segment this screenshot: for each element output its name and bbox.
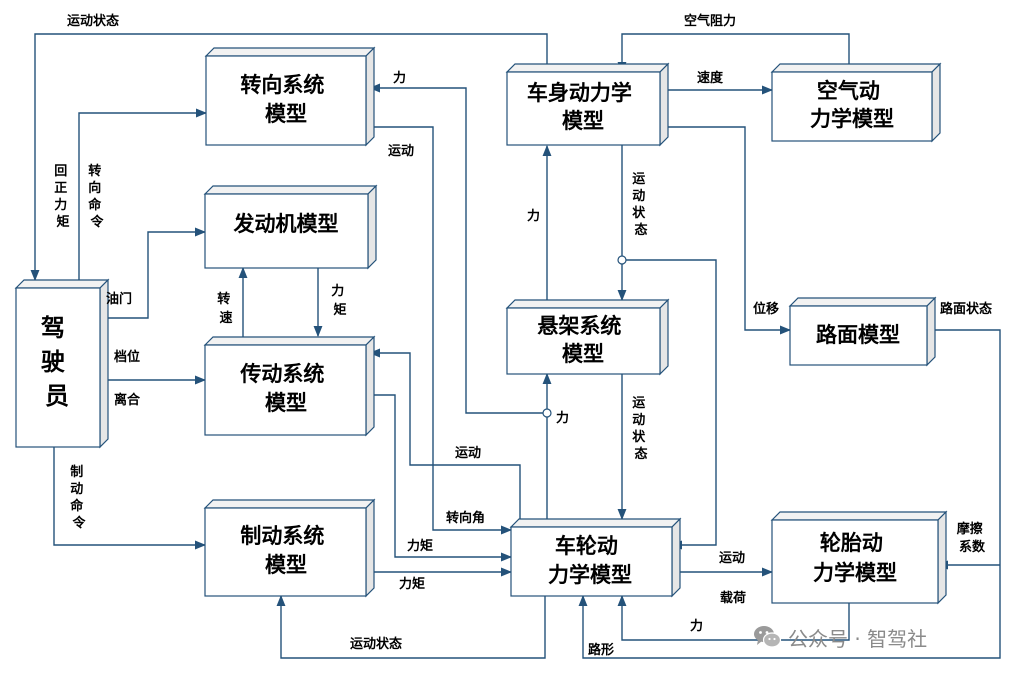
steering-title-line1: 转向系统 bbox=[240, 73, 324, 97]
label-load: 载荷 bbox=[720, 590, 746, 606]
svg-text:空气动 力学模型: 空气动 力学模型 bbox=[810, 79, 894, 131]
edge-displacement bbox=[660, 126, 792, 335]
label-return-torque: 回 正 力 矩 bbox=[54, 164, 72, 230]
box-driver: 驾 驶 员 bbox=[14, 278, 110, 449]
svg-text:传动系统 模型: 传动系统 模型 bbox=[239, 362, 331, 415]
box-transmission: 传动系统 模型 bbox=[203, 335, 376, 437]
road-title: 路面模型 bbox=[816, 323, 900, 347]
edge-throttle bbox=[100, 227, 207, 319]
junction-dot-body bbox=[617, 255, 627, 265]
edge-motion-state-wheel-right bbox=[622, 259, 717, 550]
label-motion-state-top: 运动状态 bbox=[67, 13, 119, 29]
label-torque-brake: 力矩 bbox=[399, 576, 425, 592]
label-motion-state-body: 运 动 状 态 bbox=[632, 172, 650, 238]
label-displacement: 位移 bbox=[753, 301, 779, 317]
watermark-text: 公众号 · 智驾社 bbox=[788, 626, 928, 651]
box-body: 车身动力学 模型 bbox=[505, 62, 670, 147]
junctions bbox=[542, 255, 627, 418]
label-torque-trans: 力矩 bbox=[407, 538, 433, 554]
svg-text:车轮动 力学模型: 车轮动 力学模型 bbox=[548, 534, 632, 587]
svg-text:转向系统 模型: 转向系统 模型 bbox=[240, 73, 331, 126]
box-steering: 转向系统 模型 bbox=[204, 46, 376, 147]
suspension-title-line2: 模型 bbox=[562, 342, 604, 366]
driver-title-char2: 驶 bbox=[41, 348, 65, 376]
driver-title-char1: 驾 bbox=[41, 314, 65, 342]
tire-title-line2: 力学模型 bbox=[813, 561, 897, 585]
suspension-title-line1: 悬架系统 bbox=[537, 314, 621, 338]
label-force-bottom: 力 bbox=[690, 618, 703, 634]
box-tire: 轮胎动 力学模型 bbox=[770, 510, 948, 605]
edge-force-to-steering bbox=[368, 83, 467, 392]
box-road: 路面模型 bbox=[788, 296, 937, 367]
box-wheel: 车轮动 力学模型 bbox=[509, 517, 682, 598]
label-motion-state-bottom: 运动状态 bbox=[350, 636, 402, 652]
label-road-state: 路面状态 bbox=[940, 301, 992, 317]
label-force-mid: 力 bbox=[556, 410, 569, 426]
label-motion-tire: 运动 bbox=[719, 551, 745, 566]
edge-motion-steer bbox=[366, 126, 513, 535]
label-rot-speed: 转 速 bbox=[217, 291, 235, 326]
edge-air-resistance bbox=[617, 33, 850, 74]
label-brake-command: 制 动 命 令 bbox=[69, 464, 88, 531]
edge-motion-trans bbox=[368, 348, 521, 519]
driver-title-char3: 员 bbox=[45, 382, 69, 410]
label-throttle: 油门 bbox=[106, 291, 132, 307]
label-force-body-steer: 力 bbox=[393, 70, 406, 86]
connectors bbox=[30, 33, 1001, 659]
junction-dot-mid bbox=[542, 408, 552, 418]
svg-text:制动系统 模型: 制动系统 模型 bbox=[240, 524, 331, 577]
label-air-resistance: 空气阻力 bbox=[684, 13, 736, 29]
engine-title: 发动机模型 bbox=[233, 212, 339, 236]
box-suspension: 悬架系统 模型 bbox=[505, 298, 670, 376]
steering-title-line2: 模型 bbox=[265, 102, 307, 126]
watermark: 公众号 · 智驾社 bbox=[752, 622, 927, 652]
edge-labels: 运动状态 空气阻力 力 速度 运动 回 正 力 矩 转 向 命 令 力 运 动 … bbox=[54, 13, 992, 658]
transmission-title-line1: 传动系统 bbox=[239, 362, 324, 386]
aero-title-line2: 力学模型 bbox=[810, 107, 894, 131]
box-brake: 制动系统 模型 bbox=[203, 498, 376, 598]
edge-brake-command bbox=[53, 447, 207, 550]
wheel-title-line2: 力学模型 bbox=[548, 563, 632, 587]
svg-text:悬架系统 模型: 悬架系统 模型 bbox=[537, 314, 628, 366]
label-gear: 档位 bbox=[114, 349, 140, 365]
body-title-line2: 模型 bbox=[562, 109, 604, 133]
svg-text:轮胎动 力学模型: 轮胎动 力学模型 bbox=[813, 531, 897, 585]
label-torque-engine: 力 矩 bbox=[331, 283, 349, 318]
label-steer-command: 转 向 命 令 bbox=[87, 163, 106, 230]
label-speed: 速度 bbox=[697, 70, 724, 86]
label-motion-steer: 运动 bbox=[388, 144, 414, 159]
wheel-title-line1: 车轮动 bbox=[555, 534, 618, 558]
edge-steer-command bbox=[78, 108, 208, 280]
label-steer-angle: 转向角 bbox=[446, 510, 485, 526]
edge-motion-state-wheel-brake bbox=[276, 594, 546, 659]
label-friction-coef: 摩擦 系数 bbox=[957, 521, 988, 555]
label-force-left-vert: 力 bbox=[527, 208, 540, 224]
edge-force-tire-wheel bbox=[617, 594, 850, 641]
label-road-shape: 路形 bbox=[588, 642, 614, 658]
edge-road-state bbox=[578, 329, 1001, 659]
edge-motion-state-body-to-driver bbox=[30, 33, 548, 282]
tire-title-line1: 轮胎动 bbox=[820, 531, 883, 555]
edge-force-junction bbox=[465, 392, 543, 414]
box-aero: 空气动 力学模型 bbox=[770, 62, 942, 143]
label-clutch: 离合 bbox=[114, 392, 141, 408]
brake-title-line2: 模型 bbox=[265, 553, 307, 577]
svg-text:驾 驶 员: 驾 驶 员 bbox=[41, 314, 73, 410]
svg-text:车身动力学 模型: 车身动力学 模型 bbox=[527, 81, 639, 133]
brake-title-line1: 制动系统 bbox=[240, 524, 324, 548]
label-motion-state-susp: 运 动 状 态 bbox=[632, 396, 650, 462]
aero-title-line1: 空气动 bbox=[817, 79, 880, 103]
body-title-line1: 车身动力学 bbox=[527, 81, 632, 105]
transmission-title-line2: 模型 bbox=[265, 391, 307, 415]
edge-torque-trans bbox=[366, 394, 513, 562]
box-engine: 发动机模型 bbox=[203, 184, 378, 270]
wechat-icon bbox=[754, 626, 782, 648]
label-motion-trans: 运动 bbox=[455, 446, 481, 461]
